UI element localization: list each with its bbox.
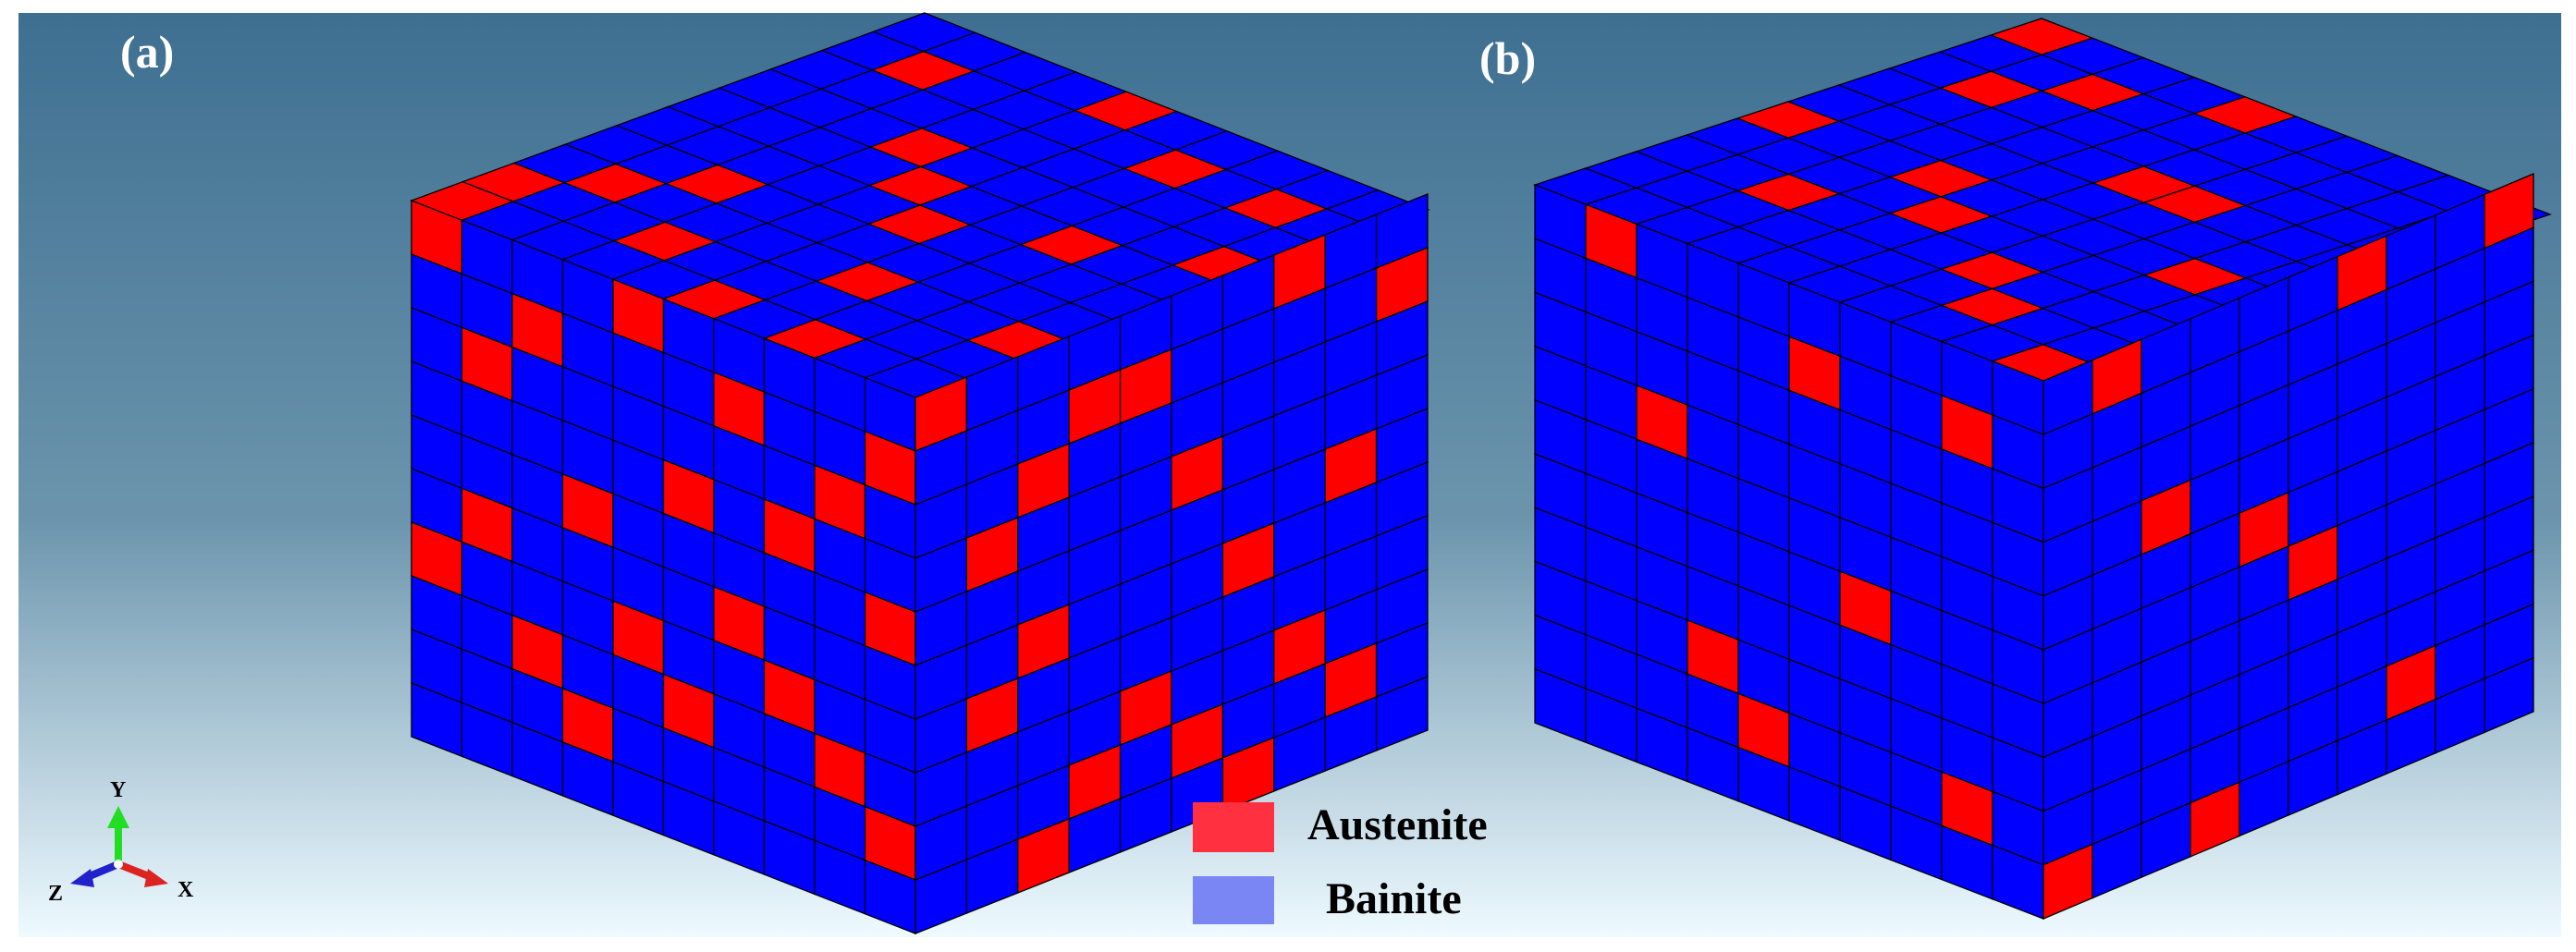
legend-swatch-bainite xyxy=(1193,876,1274,924)
side-face-cell xyxy=(1375,676,1429,751)
legend-swatch-austenite xyxy=(1193,802,1274,852)
legend: Austenite Bainite xyxy=(1193,800,1488,924)
legend-label-bainite: Bainite xyxy=(1326,874,1462,923)
z-axis-label: Z xyxy=(48,882,63,906)
y-axis-label: Y xyxy=(110,778,126,802)
z-axis-arrowhead xyxy=(70,869,94,887)
triad-origin xyxy=(114,860,123,869)
axis-triad: Y X Z xyxy=(48,778,194,906)
side-face-cell xyxy=(2484,656,2534,734)
panel-label-a: (a) xyxy=(120,26,174,78)
x-axis-arrowhead xyxy=(144,869,168,887)
legend-label-austenite: Austenite xyxy=(1307,800,1488,849)
panel-label-b: (b) xyxy=(1479,32,1536,84)
mesh-cube-b xyxy=(1533,18,2552,920)
mesh-cube-a xyxy=(410,12,1430,934)
y-axis-arrowhead xyxy=(107,806,129,828)
x-axis-label: X xyxy=(178,878,194,902)
